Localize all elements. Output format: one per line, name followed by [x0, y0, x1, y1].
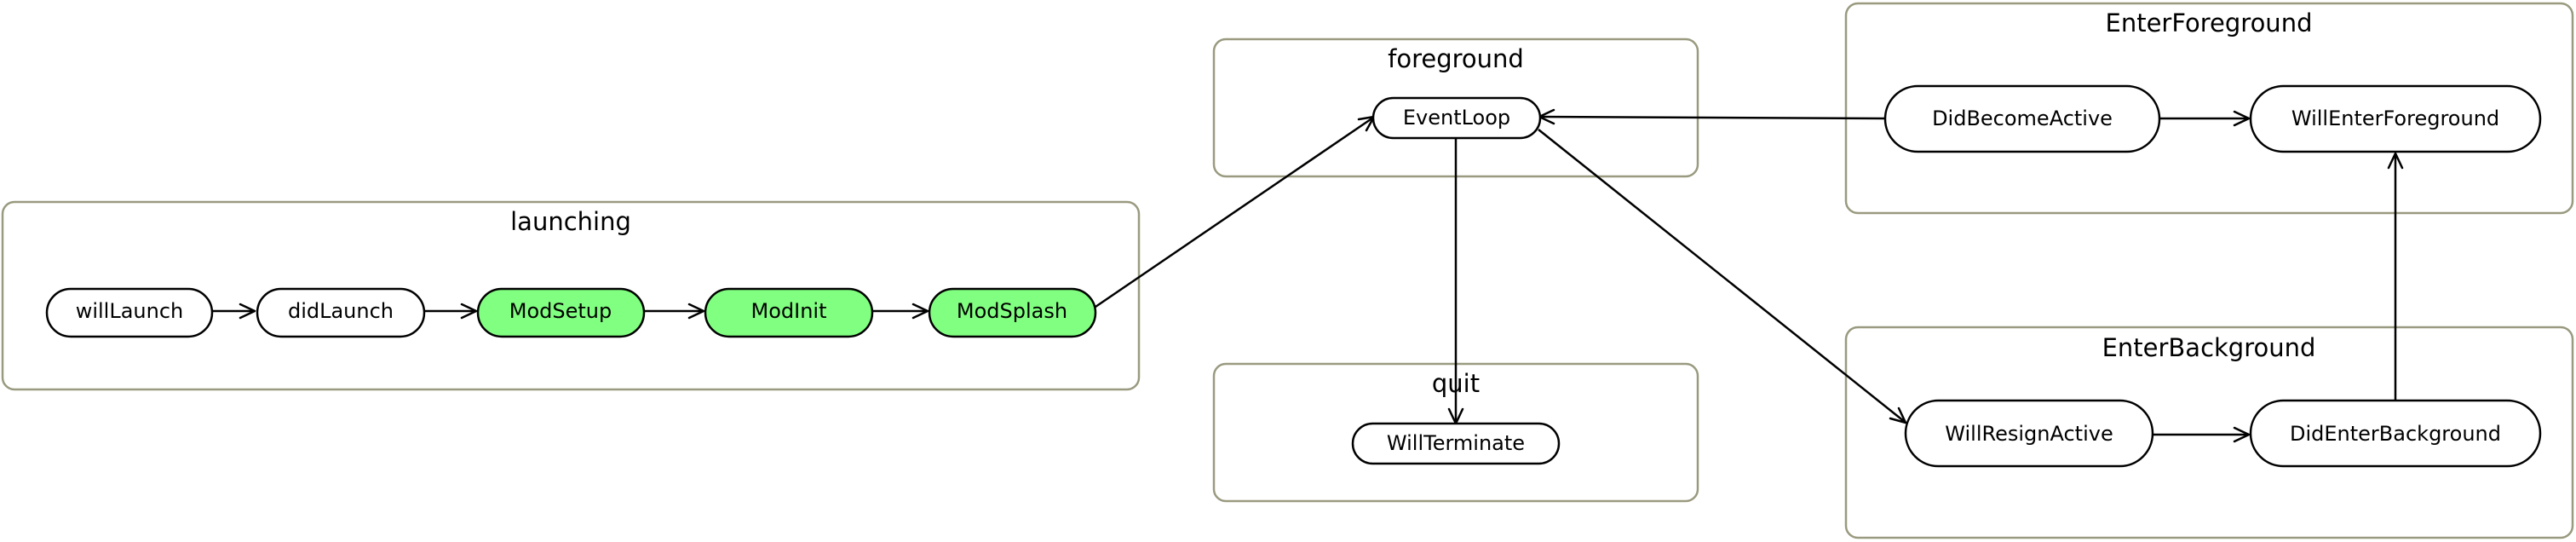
node-shape-didLaunch	[256, 287, 426, 338]
cluster-enterbackground: EnterBackground	[1844, 326, 2574, 539]
node-DidBecomeActive[interactable]: DidBecomeActive	[1883, 84, 2161, 153]
edge-EventLoop-WillResignActive	[1538, 129, 1907, 424]
node-ModSplash[interactable]: ModSplash	[928, 287, 1097, 338]
node-WillEnterForeground[interactable]: WillEnterForeground	[2249, 84, 2542, 153]
edge-willLaunch-didLaunch	[212, 303, 256, 320]
node-label-WillTerminate: WillTerminate	[1387, 431, 1525, 455]
edge-DidBecomeActive-WillEnterForeground	[2159, 110, 2251, 127]
node-label-didLaunch: didLaunch	[288, 299, 394, 323]
node-shape-ModInit	[704, 287, 874, 338]
node-WillTerminate[interactable]: WillTerminate	[1351, 422, 1561, 465]
node-shape-DidEnterBackground	[2249, 399, 2542, 468]
node-label-ModSplash: ModSplash	[957, 299, 1067, 323]
node-label-DidBecomeActive: DidBecomeActive	[1932, 107, 2113, 130]
cluster-label-enterbackground: EnterBackground	[2102, 333, 2316, 362]
node-label-DidEnterBackground: DidEnterBackground	[2290, 422, 2501, 446]
node-label-EventLoop: EventLoop	[1403, 106, 1510, 130]
cluster-label-launching: launching	[510, 207, 631, 236]
node-label-WillResignActive: WillResignActive	[1945, 422, 2113, 446]
node-label-willLaunch: willLaunch	[76, 299, 184, 323]
node-label-WillEnterForeground: WillEnterForeground	[2291, 107, 2499, 130]
node-willLaunch[interactable]: willLaunch	[45, 287, 214, 338]
node-WillResignActive[interactable]: WillResignActive	[1904, 399, 2154, 468]
edge-WillResignActive-DidEnterBackground	[2153, 426, 2251, 443]
node-shape-WillResignActive	[1904, 399, 2154, 468]
node-shape-EventLoop	[1371, 96, 1542, 140]
node-didLaunch[interactable]: didLaunch	[256, 287, 426, 338]
cluster-label-foreground: foreground	[1388, 44, 1524, 73]
node-label-ModSetup: ModSetup	[509, 299, 612, 323]
edge-didLaunch-ModSetup	[424, 303, 478, 320]
node-shape-ModSplash	[928, 287, 1097, 338]
edge-ModSetup-ModInit	[644, 303, 705, 320]
node-shape-WillEnterForeground	[2249, 84, 2542, 153]
node-shape-ModSetup	[476, 287, 646, 338]
node-EventLoop[interactable]: EventLoop	[1371, 96, 1542, 140]
node-DidEnterBackground[interactable]: DidEnterBackground	[2249, 399, 2542, 468]
node-shape-DidBecomeActive	[1883, 84, 2161, 153]
cluster-label-enterforeground: EnterForeground	[2106, 9, 2313, 37]
node-ModSetup[interactable]: ModSetup	[476, 287, 646, 338]
edge-ModInit-ModSplash	[872, 303, 929, 320]
node-ModInit[interactable]: ModInit	[704, 287, 874, 338]
node-shape-WillTerminate	[1351, 422, 1561, 465]
node-label-ModInit: ModInit	[751, 299, 827, 323]
node-shape-willLaunch	[45, 287, 214, 338]
edge-DidEnterBackground-WillEnterForeground	[2387, 152, 2404, 400]
